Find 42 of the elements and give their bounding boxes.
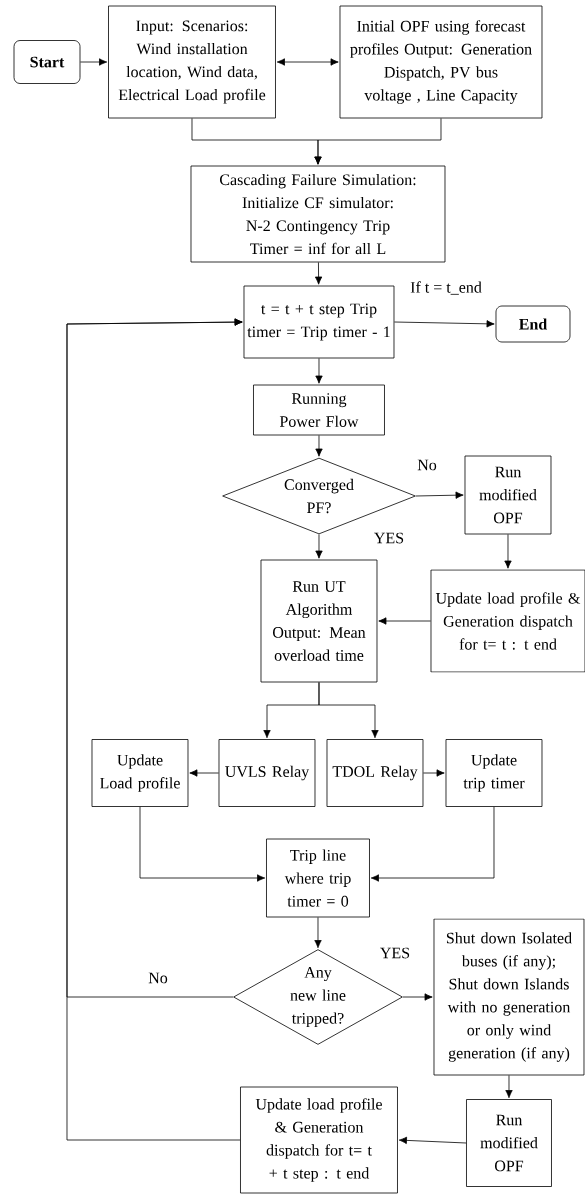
arrow xyxy=(189,769,219,777)
edge-label: No xyxy=(416,458,438,472)
process-box: Update load profile & Generation dispatch for t= t + t step : t end xyxy=(240,1086,398,1194)
arrow xyxy=(398,1136,467,1144)
arrow xyxy=(315,534,323,559)
arrow xyxy=(315,435,323,457)
arrow xyxy=(505,1075,513,1099)
arrow xyxy=(314,262,323,285)
process-box: Update trip timer xyxy=(445,739,543,807)
arrow xyxy=(318,682,379,739)
process-box: Update Load profile xyxy=(91,739,189,807)
process-box: Run modified OPF xyxy=(464,455,552,535)
process-box: UVLS Relay xyxy=(218,739,316,807)
edge-label: If t = t_end xyxy=(409,280,483,296)
arrow xyxy=(315,358,323,384)
arrow xyxy=(80,58,108,66)
process-box: t = t + t step Trip timer = Trip timer - 1 xyxy=(243,285,395,359)
arrow xyxy=(423,769,445,777)
process-box: TDOL Relay xyxy=(326,739,424,807)
arrow xyxy=(276,58,339,66)
arrow xyxy=(415,491,464,499)
arrow xyxy=(139,806,266,882)
process-box: Trip line where trip timer = 0 xyxy=(266,838,370,918)
arrow xyxy=(314,118,442,165)
terminal-box: End xyxy=(495,305,571,343)
process-box: Cascading Failure Simulation: Initialize CF simulator: N-2 Contingency Trip Timer = inf for all L xyxy=(190,165,446,263)
arrow xyxy=(402,993,433,1001)
edge-label: No xyxy=(147,971,169,985)
arrow xyxy=(370,806,495,882)
process-box: Initial OPF using forecast profiles Output: Generation Dispatch, PV bus voltage , Line Capacity xyxy=(339,5,543,119)
arrow xyxy=(378,617,431,625)
process-box: Run UT Algorithm Output: Mean overload time xyxy=(260,559,378,683)
terminal-box: Start xyxy=(13,40,81,84)
process-box: Update load profile & Generation dispatch for t= t : t end xyxy=(430,569,585,673)
arrow xyxy=(394,320,495,328)
process-box: Running Power Flow xyxy=(253,384,385,436)
process-box: Run modified OPF xyxy=(466,1099,552,1187)
arrow xyxy=(504,534,512,569)
arrow xyxy=(66,318,243,1141)
arrow xyxy=(314,917,322,949)
process-box: Input: Scenarios: Wind installation location, Wind data, Electrical Load profile xyxy=(108,5,276,119)
process-box: Shut down Isolated buses (if any); Shut down Islands with no generation or only wind generation (if any) xyxy=(433,918,585,1076)
